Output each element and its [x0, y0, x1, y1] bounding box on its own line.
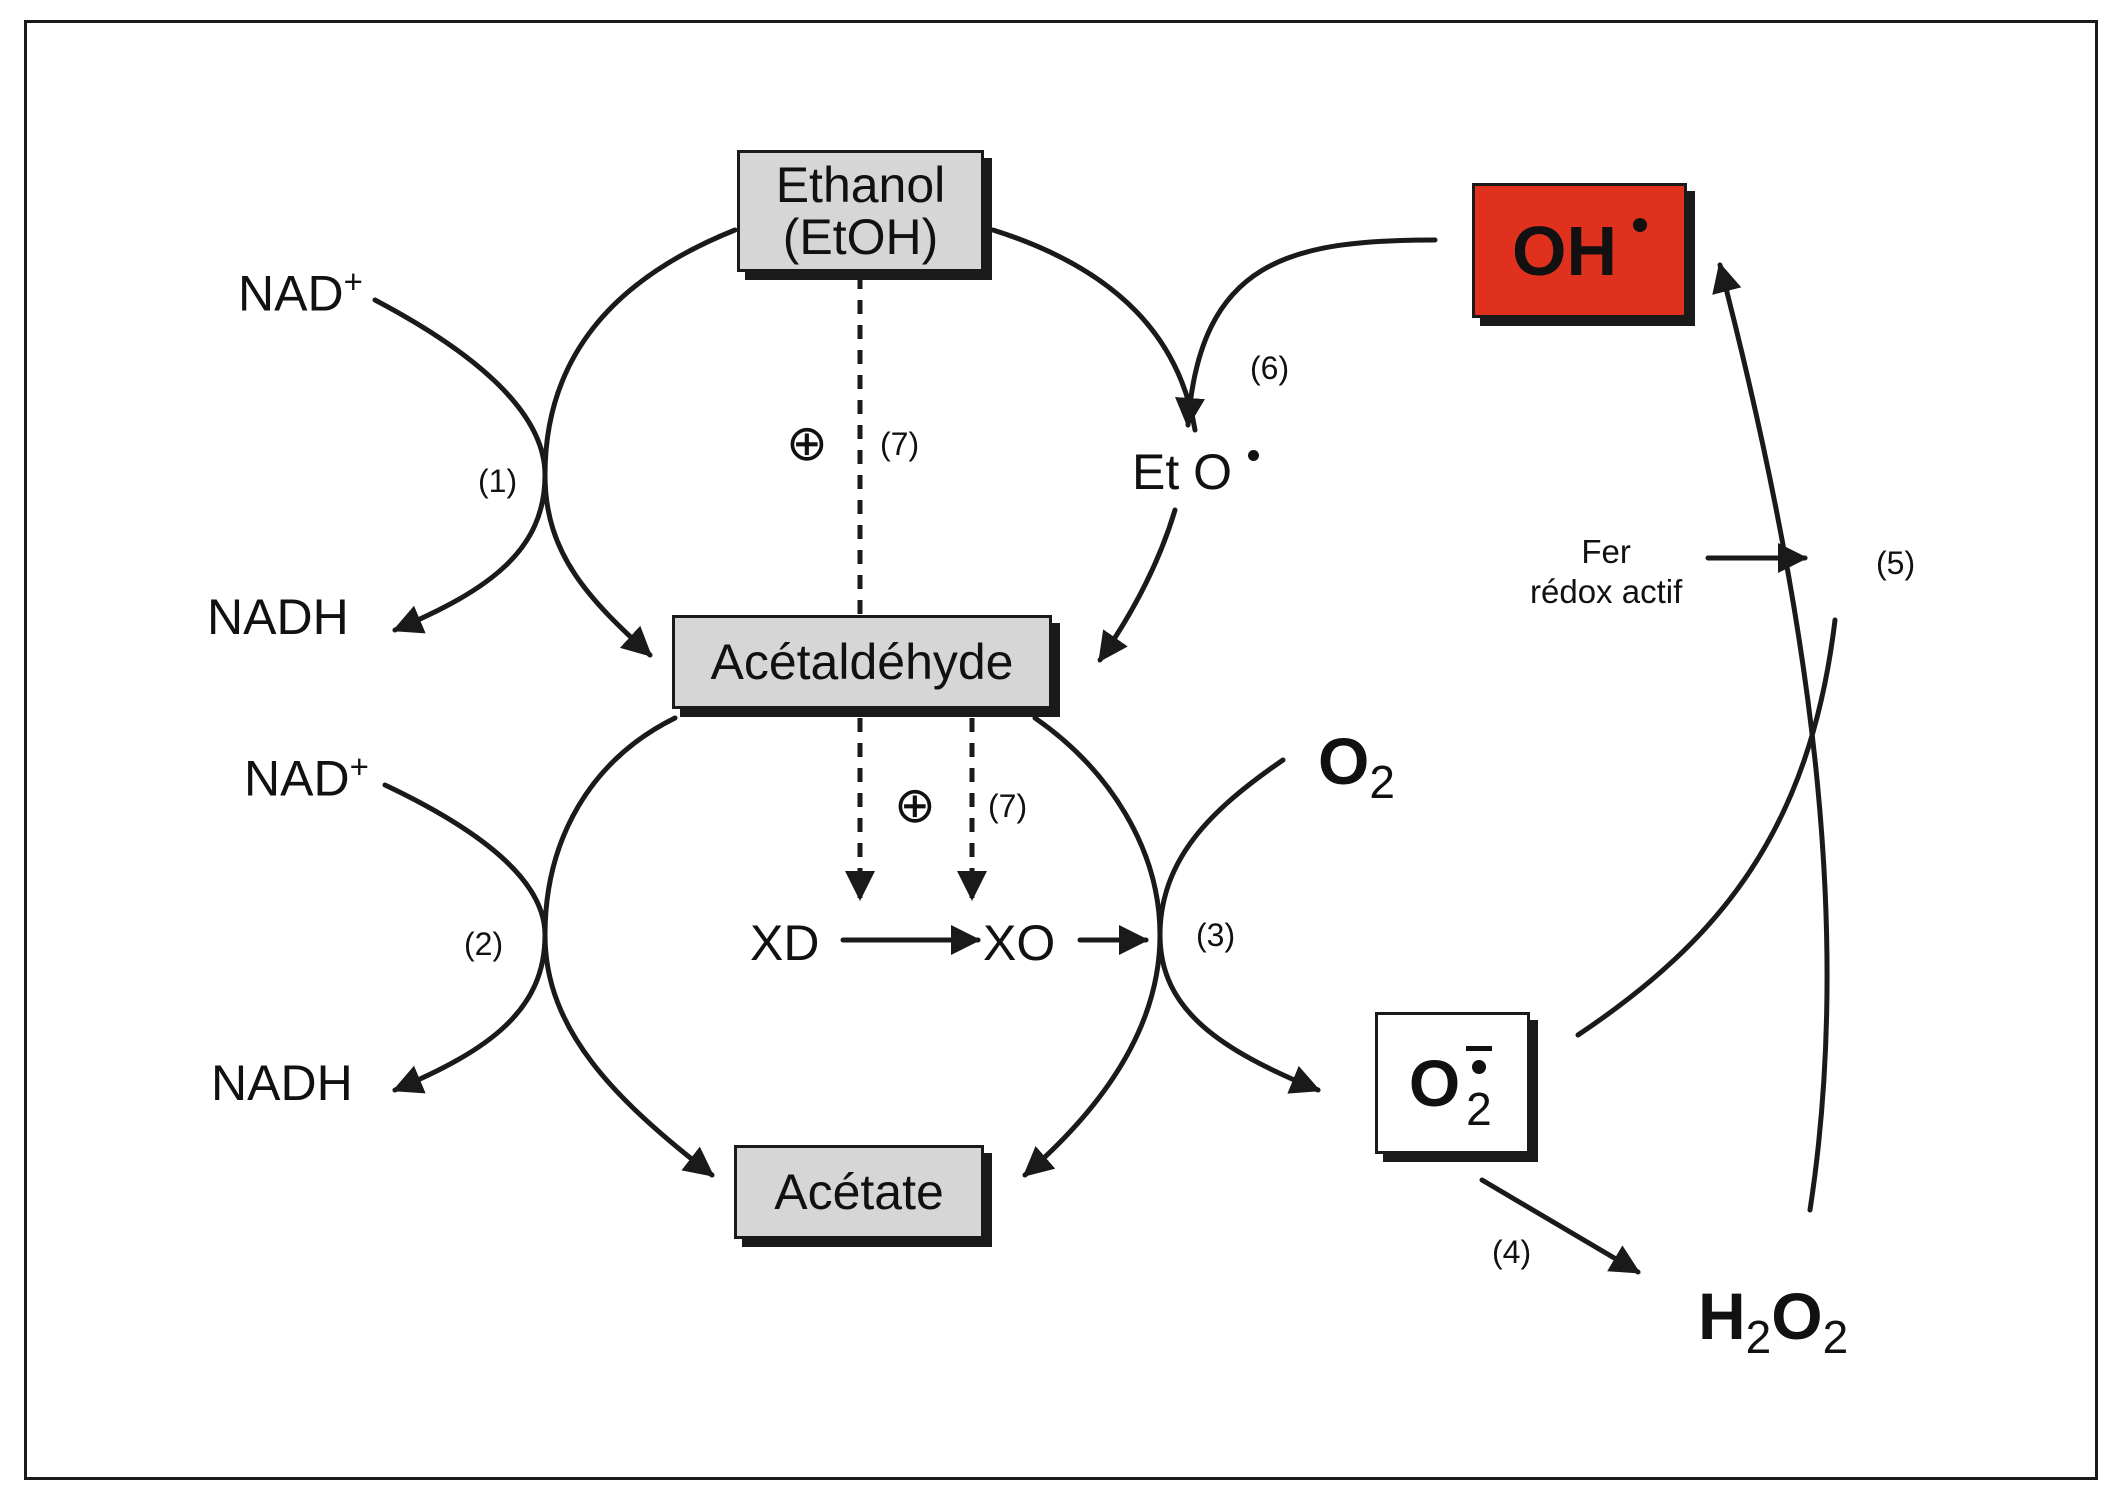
- nad-label: NAD: [244, 750, 350, 807]
- radical-dot-icon: [1472, 1060, 1487, 1074]
- activation-plus-icon: ⊕: [894, 777, 936, 833]
- h2o2-sub2: 2: [1822, 1311, 1849, 1364]
- eto-label: Et O: [1132, 444, 1233, 500]
- nad-charge: +: [349, 748, 369, 785]
- figure-border: [24, 20, 2098, 1480]
- superoxide-sub: 2: [1466, 1083, 1492, 1135]
- h2o2-h: H: [1698, 1279, 1746, 1353]
- acetate-box: Acétate: [734, 1145, 984, 1239]
- arrow-nad-to-nadh-1: [372, 297, 548, 634]
- oxygen-label: O2: [1318, 728, 1395, 805]
- ethanol-label: Ethanol: [775, 156, 946, 213]
- arrow-nad-to-nadh-2: [382, 782, 548, 1094]
- reaction-4-label: (4): [1492, 1234, 1532, 1270]
- arrow-superoxide-to-h2o2: [1479, 1177, 1641, 1275]
- nadh-top: NADH: [207, 589, 349, 645]
- iron-label-line1: Fer: [1581, 533, 1631, 570]
- arrow-eto-to-acetaldehyde: [1097, 507, 1178, 663]
- acetaldehyde-box: Acétaldéhyde: [672, 615, 1052, 709]
- oxygen-base: O: [1318, 724, 1370, 798]
- reaction-7-label-top: (7): [880, 426, 920, 462]
- h2o2-sub1: 2: [1745, 1311, 1772, 1364]
- oxygen-sub: 2: [1369, 756, 1395, 809]
- superoxide-box: O 2: [1375, 1012, 1530, 1154]
- radical-dot-icon: [1247, 450, 1259, 461]
- nad-plus-bottom: NAD+: [244, 750, 369, 804]
- oh-radical-box: OH: [1472, 183, 1687, 318]
- arrow-h2o2-to-oh: [1712, 262, 1830, 1213]
- arrow-ethanol-to-acetaldehyde: [542, 227, 738, 658]
- reaction-1-label: (1): [478, 463, 518, 499]
- activation-plus-icon: ⊕: [786, 415, 828, 471]
- acetate-label: Acétate: [774, 1164, 944, 1220]
- eto-radical: Et O: [1132, 444, 1259, 500]
- arrow-ethanol-right: [990, 227, 1198, 433]
- superoxide-base: O: [1408, 1046, 1461, 1120]
- acetaldehyde-label: Acétaldéhyde: [710, 634, 1014, 690]
- arrow-acetaldehyde-to-acetate: [542, 715, 715, 1178]
- reaction-2-label: (2): [464, 926, 504, 962]
- reaction-6-label: (6): [1250, 350, 1290, 386]
- nadh-bottom: NADH: [211, 1055, 353, 1111]
- radical-dot-icon: [1633, 217, 1647, 232]
- ethanol-box: Ethanol (EtOH): [737, 150, 984, 272]
- iron-label-line2: rédox actif: [1530, 572, 1683, 610]
- iron-label: Fer rédox actif: [1530, 532, 1682, 611]
- superoxide-charge: 2: [1464, 1038, 1496, 1135]
- nad-plus-top: NAD+: [238, 265, 363, 319]
- nad-charge: +: [343, 263, 363, 300]
- ethanol-abbrev: (EtOH): [782, 209, 939, 265]
- oh-radical-label: OH: [1512, 211, 1617, 290]
- reaction-7-label-bottom: (7): [988, 788, 1028, 824]
- xo-label: XO: [983, 915, 1056, 971]
- superoxide-minus-icon: [1466, 1046, 1493, 1051]
- xd-label: XD: [750, 915, 820, 971]
- h2o2-o: O: [1771, 1279, 1823, 1353]
- reaction-5-label: (5): [1876, 545, 1916, 581]
- arrow-oh-to-eto: [1175, 237, 1438, 428]
- reaction-3-label: (3): [1196, 917, 1236, 953]
- h2o2-label: H2O2: [1698, 1283, 1848, 1360]
- arrow-o2-to-superoxide: [1157, 757, 1321, 1094]
- arrow-superoxide-to-r5: [1575, 617, 1838, 1038]
- nad-label: NAD: [238, 265, 344, 322]
